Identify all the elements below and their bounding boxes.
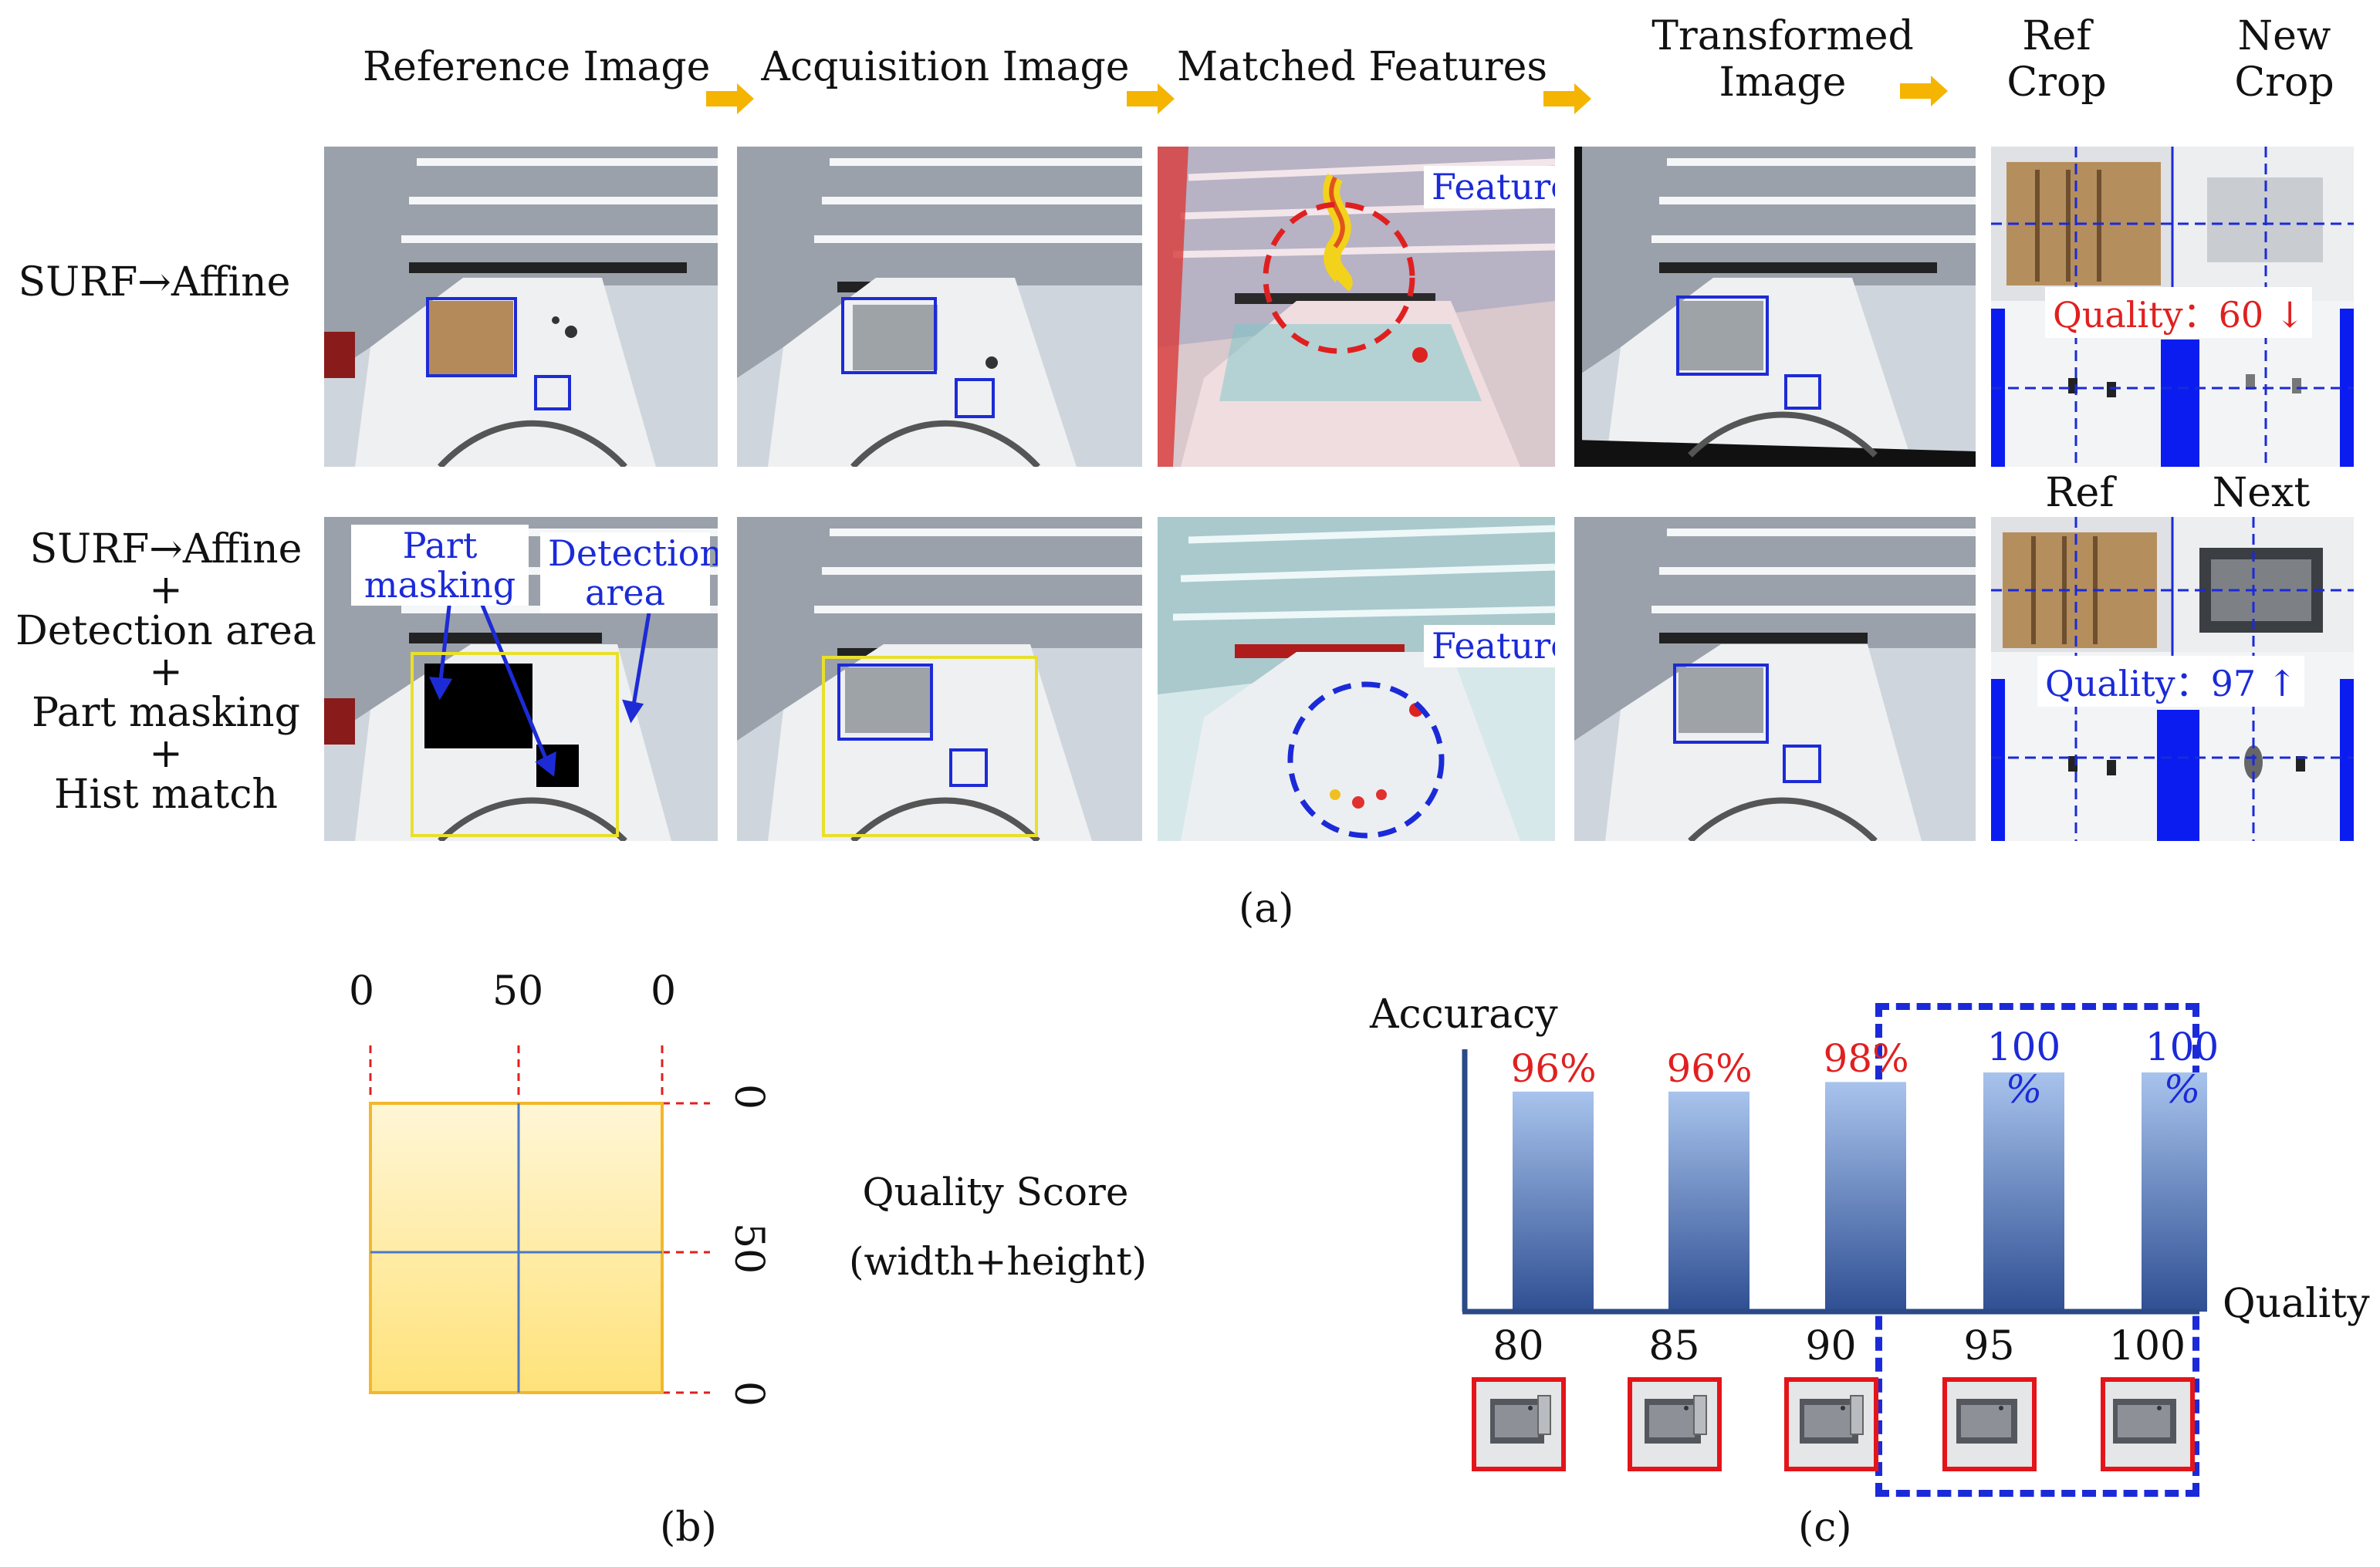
crop-thumbnail <box>1942 1377 2037 1471</box>
detection-area-callout: Detection area <box>540 532 718 614</box>
quality-score-title: Quality Score (width+height) <box>849 1157 1148 1296</box>
detection-area-box <box>822 656 1038 837</box>
part-masking-callout: Part masking <box>351 525 529 606</box>
x-axis-label: Quality <box>2223 1281 2370 1327</box>
part-bounding-box <box>1673 664 1769 744</box>
bar-80 <box>1513 1091 1594 1312</box>
caption-b: (b) <box>660 1505 717 1551</box>
arrow-right-icon <box>1543 83 1591 114</box>
row2-label: SURF→Affine + Detection area + Part mask… <box>0 529 332 816</box>
acquisition-image-row2 <box>737 517 1142 841</box>
feature-callout: Feature <box>1424 166 1555 208</box>
transformed-image-row2 <box>1574 517 1976 841</box>
part-bounding-box <box>841 297 937 374</box>
part-bounding-box <box>1783 745 1821 783</box>
x-tick-label: 80 <box>1493 1323 1544 1369</box>
right-tick-label: 0 <box>725 1381 772 1407</box>
x-tick-label: 85 <box>1648 1323 1700 1369</box>
bar-85 <box>1668 1091 1750 1312</box>
part-bounding-box <box>837 664 933 741</box>
row2-label-line: + <box>149 567 183 614</box>
row2-label-line: + <box>149 649 183 696</box>
feature-callout: Feature <box>1424 625 1555 667</box>
x-tick-label: 90 <box>1805 1323 1857 1369</box>
quality-score-row2: Quality：97 ↑ <box>2037 656 2305 707</box>
header-reference-image: Reference Image <box>363 44 711 90</box>
matched-features-row1: Feature <box>1158 147 1555 467</box>
row2-label-line: + <box>149 731 183 778</box>
top-tick-label: 50 <box>492 968 544 1015</box>
header-ref-crop: Ref Crop <box>2006 13 2107 106</box>
caption-a: (a) <box>1239 886 1294 932</box>
part-bounding-box <box>426 297 517 377</box>
row2-label-line: SURF→Affine <box>29 526 303 572</box>
bar-value-label: 98% <box>1823 1036 1909 1082</box>
right-tick-label: 50 <box>725 1223 772 1275</box>
reference-image-row1 <box>324 147 718 467</box>
part-bounding-box <box>1676 296 1769 376</box>
part-bounding-box <box>955 378 995 418</box>
crop-comparison-row2: Quality：97 ↑ <box>1991 517 2354 841</box>
y-axis-label: Accuracy <box>1370 991 1558 1038</box>
part-bounding-box <box>1784 374 1821 410</box>
arrow-right-icon <box>706 83 754 114</box>
arrow-right-icon <box>1900 76 1948 106</box>
bar-value-label: 96% <box>1510 1045 1597 1091</box>
quality-score-title-line: (width+height) <box>849 1239 1148 1284</box>
crop-thumbnail <box>1471 1377 1566 1471</box>
reference-image-row2: Part masking Detection area <box>324 517 718 841</box>
matched-features-row2: Feature <box>1158 517 1555 841</box>
part-bounding-box <box>534 375 571 410</box>
row2-label-line: Detection area <box>15 608 316 655</box>
caption-c: (c) <box>1798 1505 1852 1551</box>
crop-label-ref: Ref <box>2045 470 2115 516</box>
quality-score-grid <box>369 1045 710 1394</box>
top-tick-label: 0 <box>349 968 375 1015</box>
top-tick-label: 0 <box>651 968 677 1015</box>
header-transformed-image: Transformed Image <box>1651 13 1914 106</box>
arrow-right-icon <box>1127 83 1175 114</box>
accuracy-bar-chart <box>1462 1049 2207 1315</box>
row1-label: SURF→Affine <box>18 259 291 306</box>
header-new-crop: New Crop <box>2234 13 2334 106</box>
row2-label-line: Part masking <box>32 690 300 737</box>
crop-thumbnail <box>1627 1377 1722 1471</box>
header-matched-features: Matched Features <box>1177 44 1548 90</box>
bar-100 <box>2142 1072 2207 1312</box>
bar-90 <box>1825 1082 1906 1312</box>
crop-comparison-row1: Quality：60 ↓ <box>1991 147 2354 467</box>
acquisition-image-row1 <box>737 147 1142 467</box>
row2-label-line: Hist match <box>54 772 278 819</box>
bar-value-label: 100% <box>1986 1025 2061 1112</box>
x-tick-label: 100 <box>2108 1323 2186 1369</box>
bar-95 <box>1983 1072 2064 1312</box>
quality-score-row1: Quality：60 ↓ <box>2045 287 2313 338</box>
crop-label-next: Next <box>2212 470 2311 516</box>
transformed-image-row1 <box>1574 147 1976 467</box>
bar-value-label: 100% <box>2145 1025 2219 1112</box>
quality-score-title-line: Quality Score <box>862 1170 1129 1214</box>
crop-thumbnail <box>2100 1377 2195 1471</box>
x-tick-label: 95 <box>1963 1323 2015 1369</box>
crop-thumbnail <box>1783 1377 1878 1471</box>
part-bounding-box <box>949 748 988 787</box>
bar-value-label: 96% <box>1666 1045 1753 1091</box>
header-acquisition-image: Acquisition Image <box>761 44 1130 90</box>
right-tick-label: 0 <box>725 1084 772 1110</box>
detection-area-box <box>411 652 619 837</box>
